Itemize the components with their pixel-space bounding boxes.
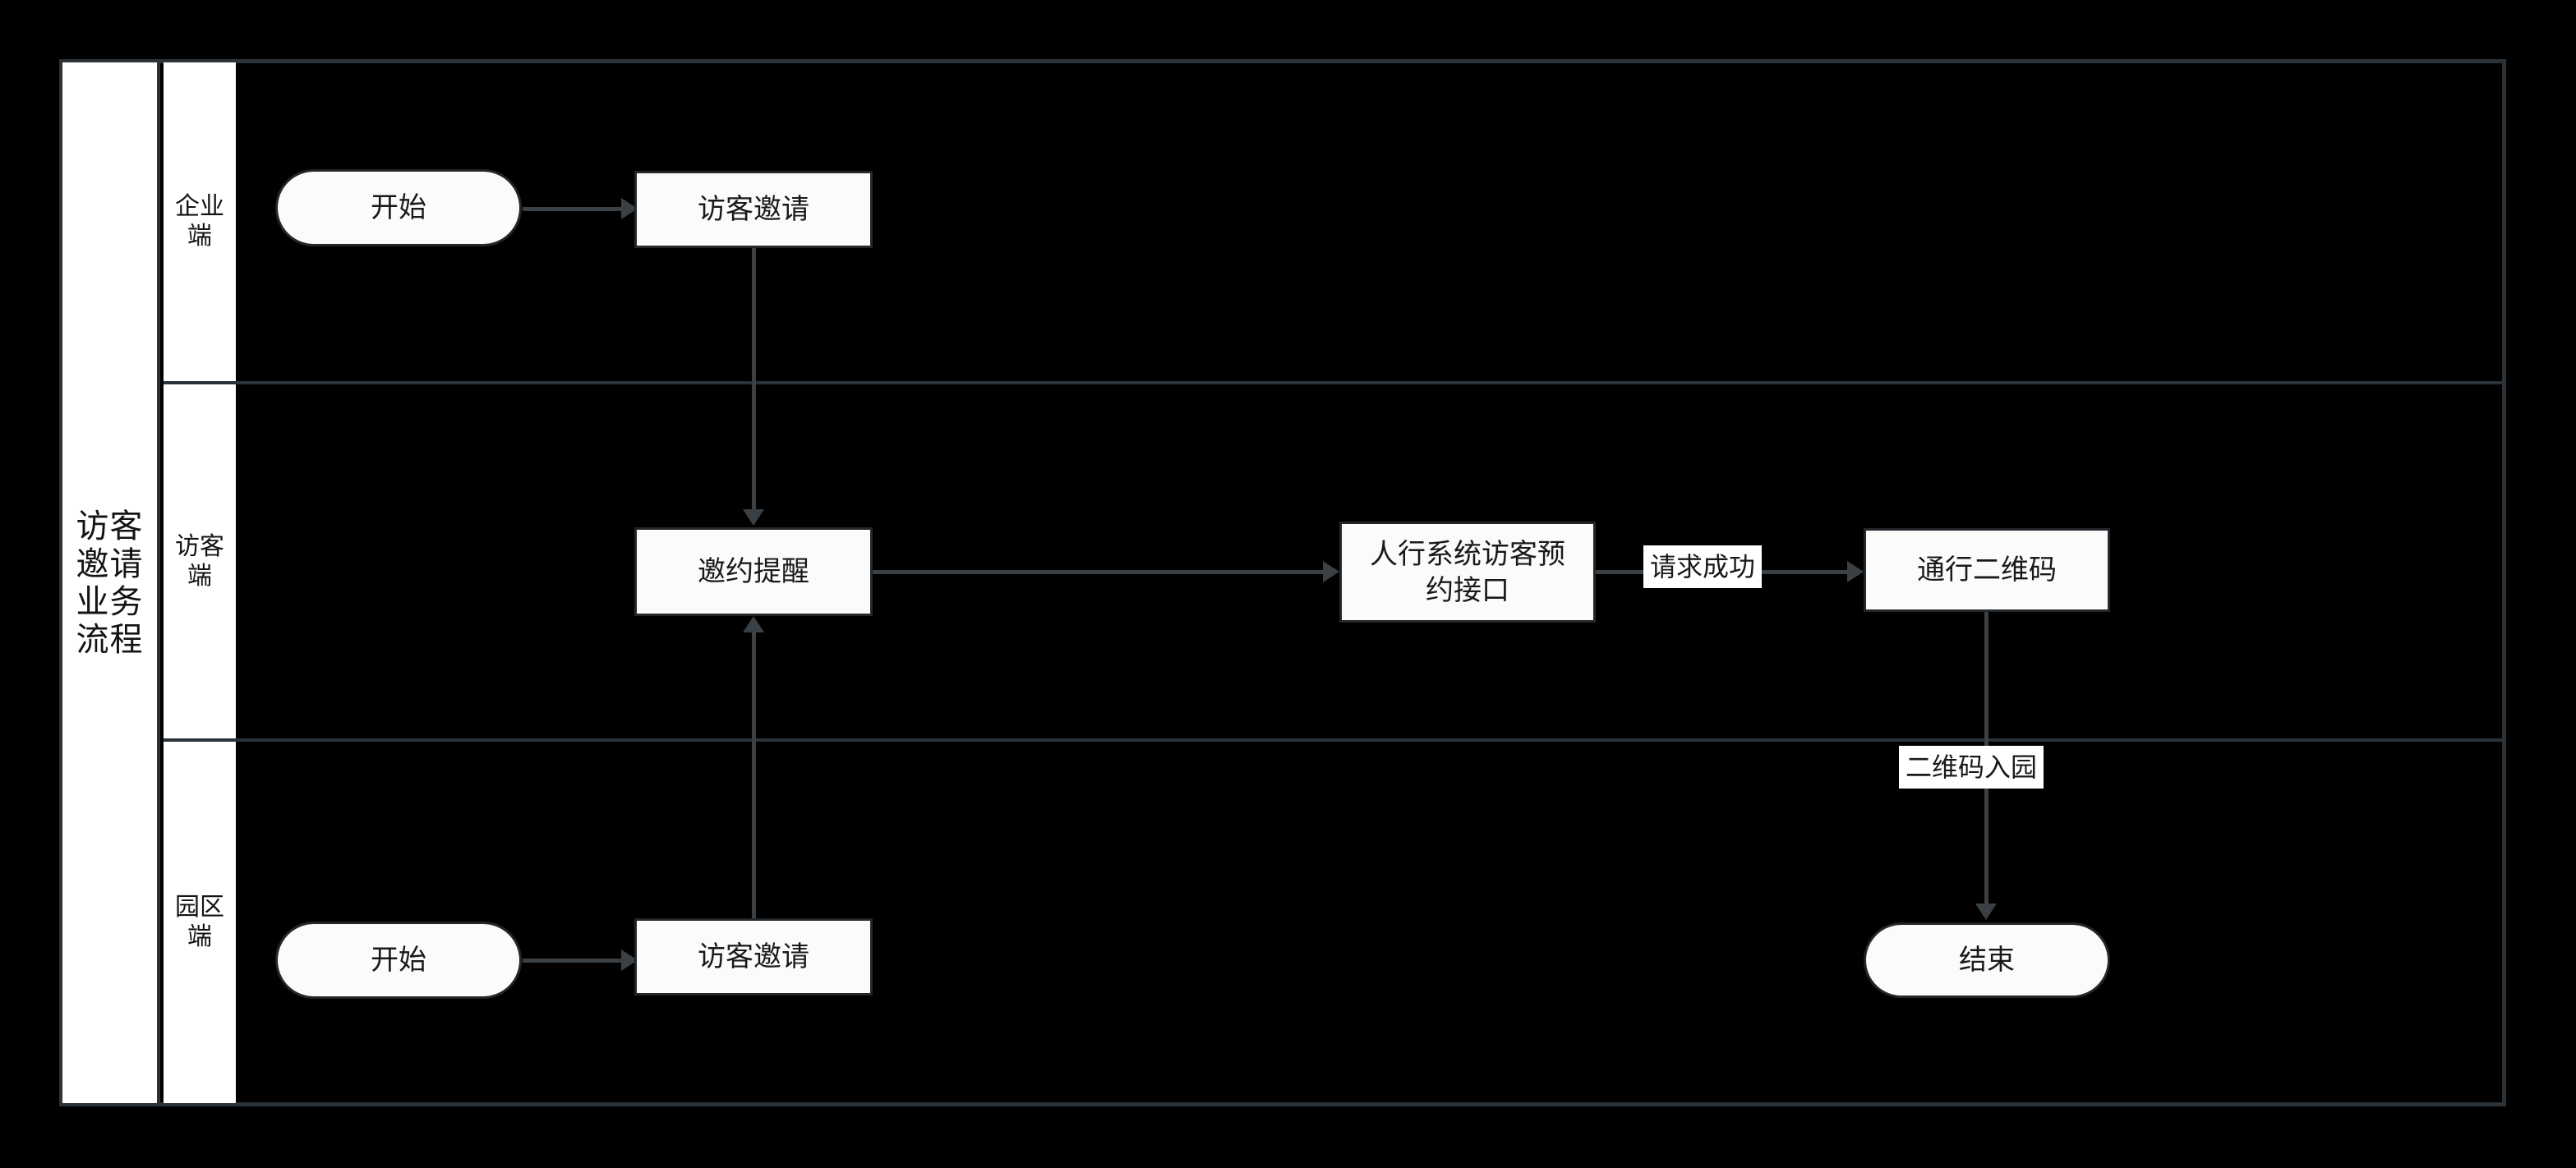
arrowhead-start-enterprise-to-invite xyxy=(621,198,638,219)
arrowhead-qrcode-to-end xyxy=(1975,904,1997,920)
edge-label-request-success: 请求成功 xyxy=(1643,545,1763,588)
lane-separator-1 xyxy=(236,381,2502,384)
node-pass-qrcode[interactable]: 通行二维码 xyxy=(1864,528,2110,612)
lane-separator-2 xyxy=(236,738,2502,742)
edge-invite-enterprise-to-reminder xyxy=(752,248,756,509)
node-visitor-invite-enterprise-label: 访客邀请 xyxy=(698,194,809,225)
edge-invite-park-to-reminder xyxy=(752,632,756,918)
node-invite-reminder-label: 邀约提醒 xyxy=(698,556,809,587)
edge-label-qrcode-entry: 二维码入园 xyxy=(1899,746,2044,789)
node-pedestrian-system-api-label: 人行系统访客预约接口 xyxy=(1370,538,1565,606)
arrowhead-api-to-qrcode xyxy=(1847,561,1864,582)
pool-title-label: 访客邀请业务流程 xyxy=(76,508,144,658)
arrowhead-invite-enterprise-to-reminder xyxy=(743,509,764,526)
node-end-park-label: 结束 xyxy=(1959,945,2015,976)
lane-label-park: 园区端 xyxy=(175,894,224,950)
edge-start-enterprise-to-invite xyxy=(523,207,621,211)
arrowhead-invite-park-to-reminder xyxy=(743,616,764,632)
node-start-enterprise[interactable]: 开始 xyxy=(275,169,522,246)
edge-start-park-to-invite xyxy=(523,959,621,963)
lane-header-enterprise: 企业端 xyxy=(164,62,236,384)
node-start-enterprise-label: 开始 xyxy=(371,192,426,223)
swimlane-pool xyxy=(59,59,2506,1106)
node-pedestrian-system-api[interactable]: 人行系统访客预约接口 xyxy=(1339,522,1596,623)
node-start-park[interactable]: 开始 xyxy=(275,922,522,999)
node-visitor-invite-enterprise[interactable]: 访客邀请 xyxy=(634,171,873,248)
node-invite-reminder[interactable]: 邀约提醒 xyxy=(634,527,873,616)
pool-title: 访客邀请业务流程 xyxy=(62,62,160,1103)
lane-label-enterprise: 企业端 xyxy=(175,193,224,250)
arrowhead-reminder-to-api xyxy=(1323,561,1339,582)
node-start-park-label: 开始 xyxy=(371,945,426,976)
edge-reminder-to-api xyxy=(873,570,1325,574)
node-pass-qrcode-label: 通行二维码 xyxy=(1917,554,2057,586)
node-end-park[interactable]: 结束 xyxy=(1864,922,2110,998)
node-visitor-invite-park-label: 访客邀请 xyxy=(698,941,809,973)
node-visitor-invite-park[interactable]: 访客邀请 xyxy=(634,918,873,996)
lane-header-visitor: 访客端 xyxy=(164,384,236,742)
lane-label-visitor: 访客端 xyxy=(175,532,224,590)
lane-header-park: 园区端 xyxy=(164,742,236,1103)
arrowhead-start-park-to-invite xyxy=(621,950,638,971)
